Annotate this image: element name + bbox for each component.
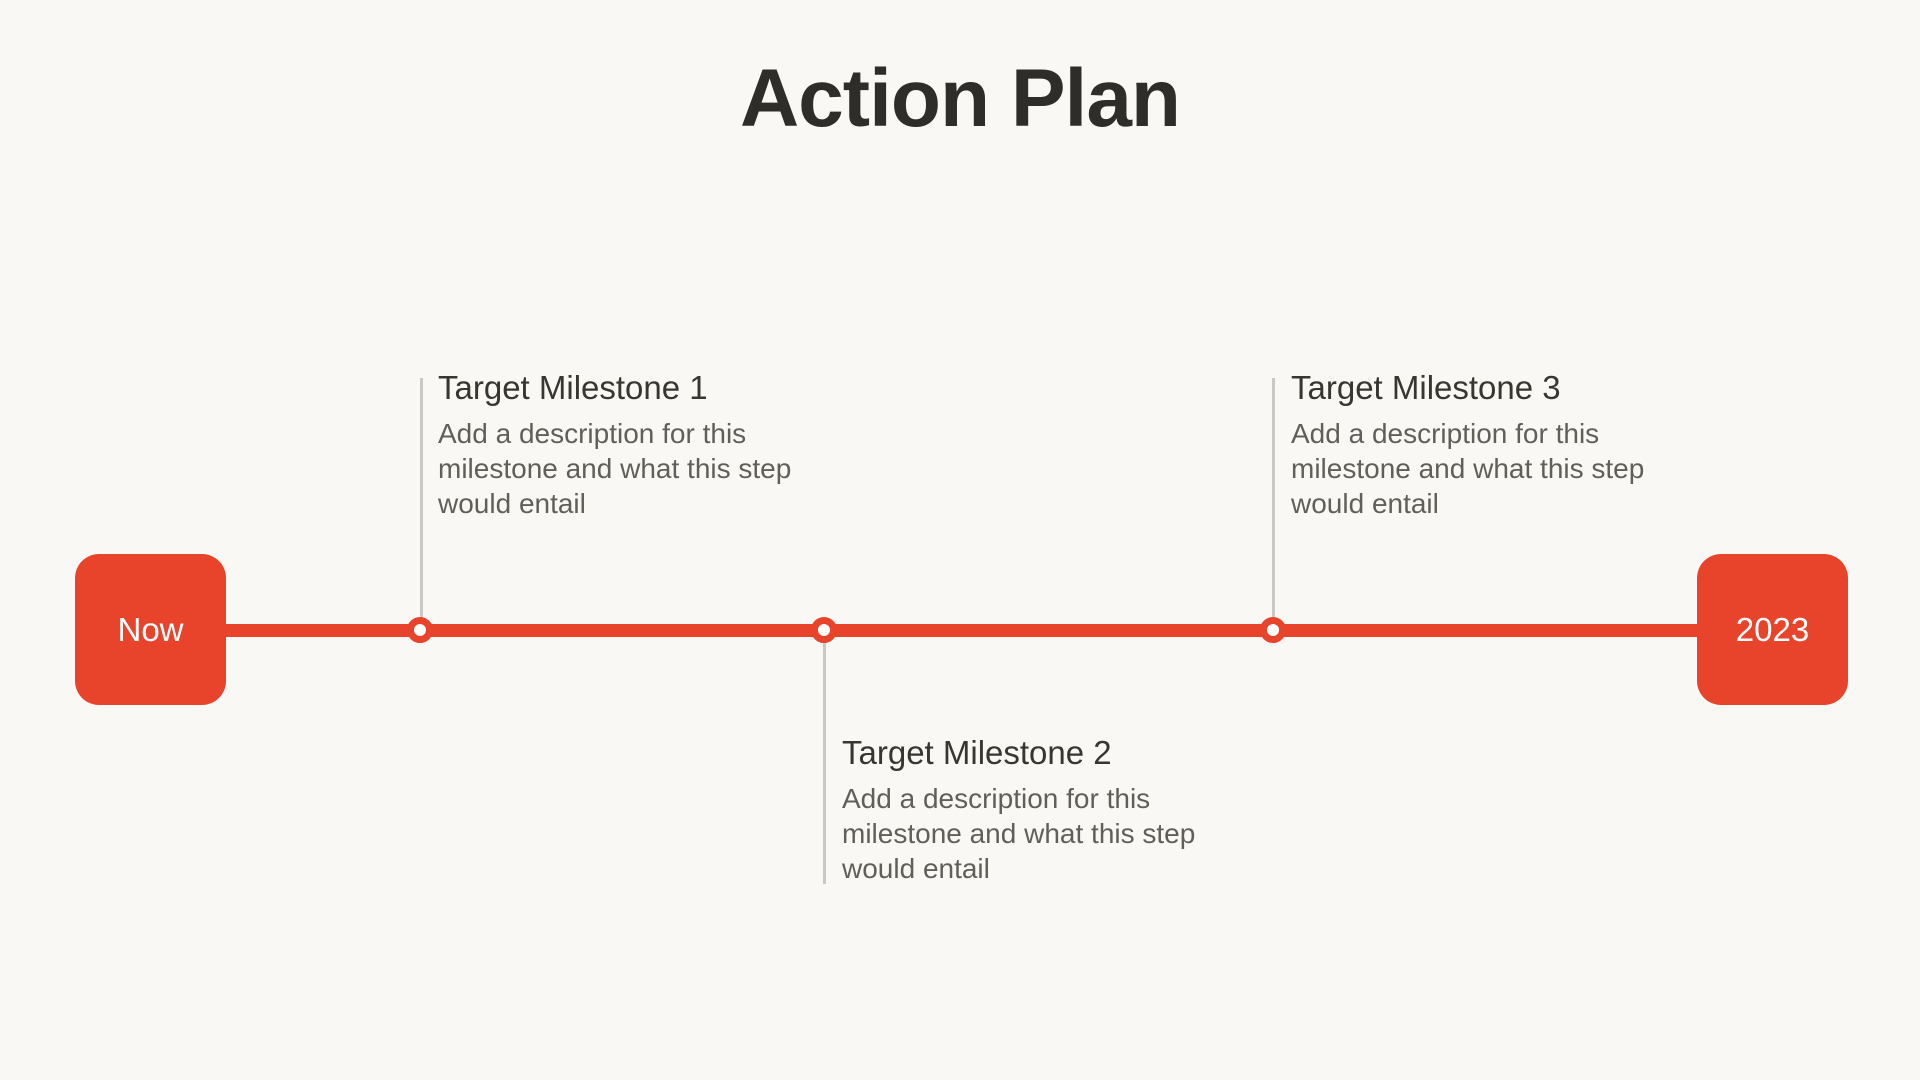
milestone-3-marker-icon <box>1260 617 1286 643</box>
milestone-3-connector-line <box>1272 378 1275 618</box>
milestone-3-description: Add a description for this milestone and… <box>1291 418 1645 519</box>
timeline-end-label: 2023 <box>1735 610 1810 648</box>
milestone-2: Target Milestone 2 Add a description for… <box>842 734 1242 886</box>
milestone-1-marker-icon <box>407 617 433 643</box>
milestone-2-description: Add a description for this milestone and… <box>842 783 1196 884</box>
milestone-3-title: Target Milestone 3 <box>1291 369 1561 406</box>
page-title: Action Plan <box>739 53 1181 144</box>
milestone-1-description: Add a description for this milestone and… <box>438 418 792 519</box>
timeline-start-label: Now <box>117 610 184 648</box>
milestone-1-title: Target Milestone 1 <box>438 369 708 406</box>
milestone-2-title: Target Milestone 2 <box>842 734 1112 771</box>
milestone-2-marker-icon <box>811 617 837 643</box>
milestone-1: Target Milestone 1 Add a description for… <box>438 369 838 521</box>
milestone-2-connector-line <box>823 642 826 884</box>
timeline-end-badge: 2023 <box>1697 554 1848 705</box>
milestone-3: Target Milestone 3 Add a description for… <box>1291 369 1691 521</box>
timeline-track <box>210 624 1710 637</box>
milestone-1-connector-line <box>420 378 423 618</box>
timeline-start-badge: Now <box>75 554 226 705</box>
